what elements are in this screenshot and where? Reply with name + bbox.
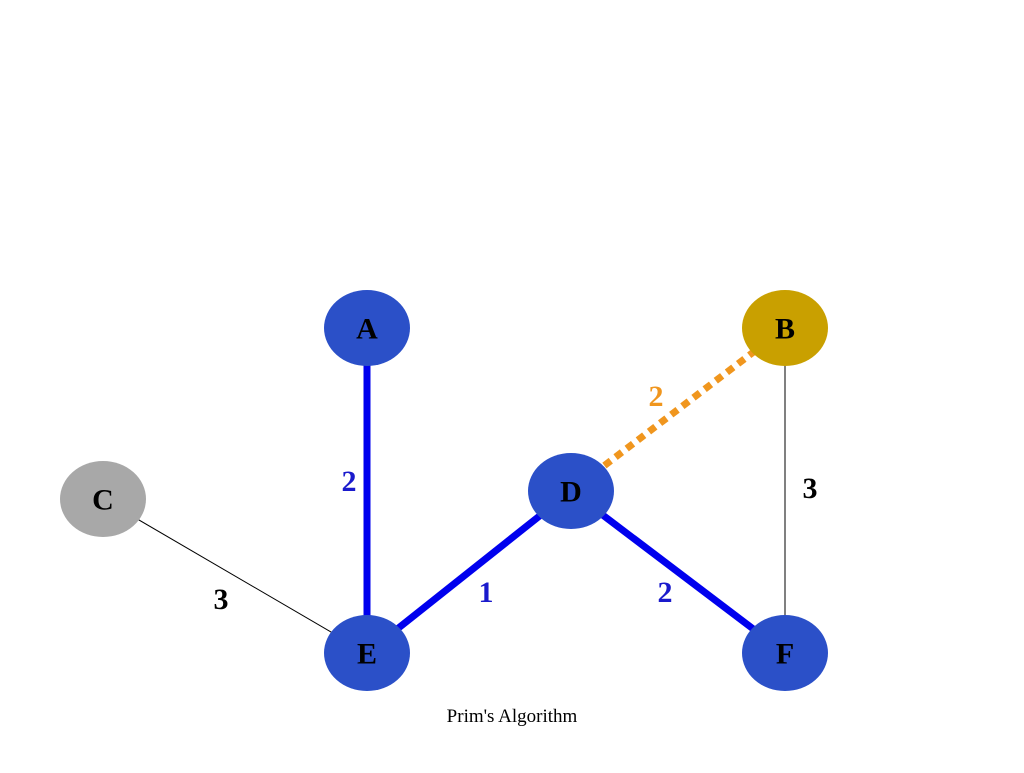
node-d: D (528, 453, 614, 529)
edges-layer (102, 325, 788, 656)
node-b: B (742, 290, 828, 366)
node-c-label: C (92, 484, 114, 517)
edge-c-e (102, 498, 368, 654)
nodes-layer: A B C D E F (60, 290, 828, 691)
node-f: F (742, 615, 828, 691)
edge-d-b (568, 325, 788, 494)
edge-d-f (568, 488, 788, 656)
node-b-label: B (775, 313, 795, 346)
edge-weight-e-d: 1 (479, 576, 494, 609)
edge-e-d (364, 488, 574, 656)
weights-layer: 2 1 2 2 3 3 (214, 380, 818, 616)
node-c-circle (60, 461, 146, 537)
diagram-caption: Prim's Algorithm (446, 706, 578, 727)
edge-weight-d-f: 2 (658, 576, 673, 609)
node-f-label: F (776, 638, 794, 671)
node-a-label: A (356, 313, 378, 346)
node-e-circle (324, 615, 410, 691)
node-f-circle (742, 615, 828, 691)
edge-weight-a-e: 2 (342, 465, 357, 498)
node-a-circle (324, 290, 410, 366)
node-b-circle (742, 290, 828, 366)
node-c: C (60, 461, 146, 537)
edge-weight-c-e: 3 (214, 583, 229, 616)
node-d-circle (528, 453, 614, 529)
node-e-label: E (357, 638, 377, 671)
node-a: A (324, 290, 410, 366)
edge-weight-d-b: 2 (649, 380, 664, 413)
node-d-label: D (560, 476, 582, 509)
node-e: E (324, 615, 410, 691)
edge-weight-b-f: 3 (803, 472, 818, 505)
